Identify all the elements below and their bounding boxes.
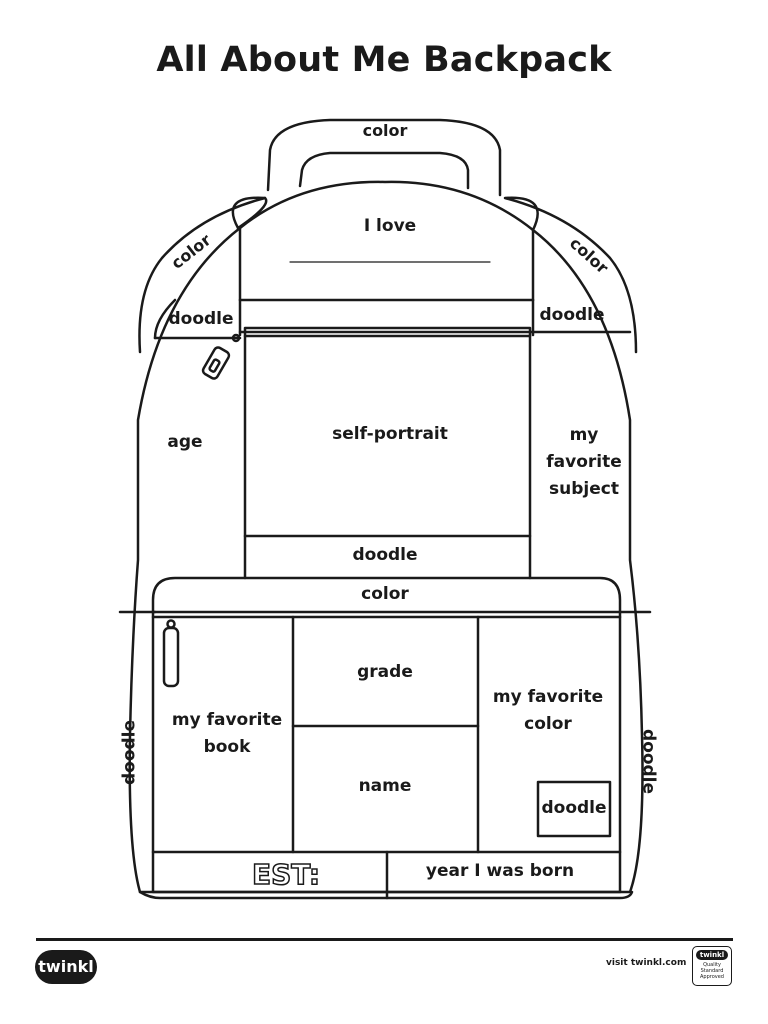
doodle-box-label: doodle xyxy=(541,798,607,818)
visit-link-text: visit twinkl.com xyxy=(606,958,687,968)
favorite-color-label: my favorite color xyxy=(492,687,604,734)
backpack-body xyxy=(128,180,644,894)
handle-color-label: color xyxy=(362,121,408,140)
age-label: age xyxy=(167,432,203,452)
i-love-label: I love xyxy=(363,216,417,236)
doodle-top-right-label: doodle xyxy=(539,305,605,325)
doodle-right-side-label: doodle xyxy=(638,728,659,795)
quality-badge: twinkl Quality Standard Approved xyxy=(692,946,732,986)
page-title: All About Me Backpack xyxy=(156,40,612,80)
year-born-label: year I was born xyxy=(425,861,575,881)
badge-title: twinkl xyxy=(696,950,728,960)
left-strap xyxy=(138,196,267,354)
zipper-pull-icon xyxy=(201,333,241,380)
pocket-color-label: color xyxy=(361,584,409,604)
pocket-zipper-icon xyxy=(162,619,180,688)
doodle-left-side-label: doodle xyxy=(119,719,140,786)
favorite-book-label: my favorite book xyxy=(171,710,283,757)
front-pocket xyxy=(151,576,622,894)
right-strap xyxy=(503,196,638,354)
badge-subtitle: Quality Standard Approved xyxy=(700,962,724,980)
name-label: name xyxy=(358,776,412,796)
favorite-subject-label: my favorite subject xyxy=(546,425,622,499)
self-portrait-frame xyxy=(243,326,532,538)
grade-label: grade xyxy=(357,662,413,682)
self-portrait-label: self-portrait xyxy=(332,424,448,444)
handle-shape xyxy=(266,118,502,197)
doodle-box xyxy=(536,780,612,838)
doodle-under-portrait-label: doodle xyxy=(352,545,418,565)
est-label: EST: xyxy=(251,857,321,892)
doodle-top-left-label: doodle xyxy=(168,309,234,329)
footer-divider xyxy=(36,938,733,941)
twinkl-logo: twinkl xyxy=(35,950,97,984)
